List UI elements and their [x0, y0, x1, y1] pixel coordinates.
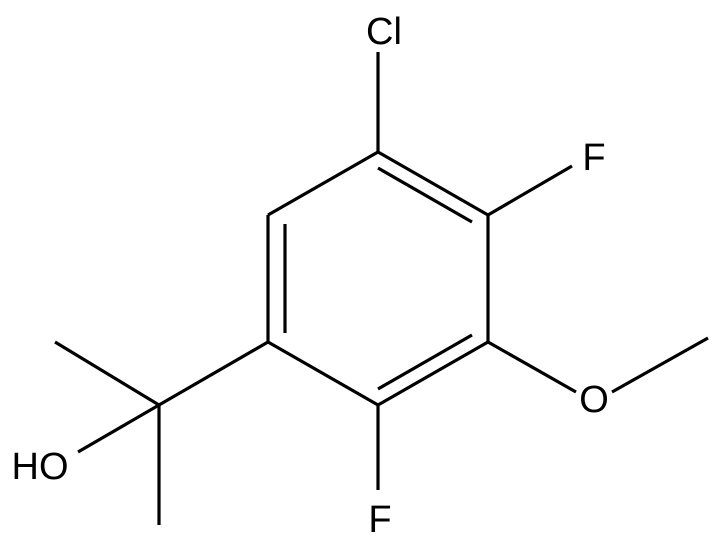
ring-bond-c4-c5: [267, 340, 379, 407]
bond-methoxy-methyl: [611, 336, 709, 394]
ring-bond-c3-c4: [377, 340, 489, 407]
bond-carbinol-hydroxyl: [77, 403, 160, 454]
bond-to-methoxy-oxygen: [487, 340, 577, 394]
ring-bond-c1-c2-inner: [377, 166, 473, 224]
methoxy-oxygen-label: O: [579, 379, 609, 421]
bond-to-fluorine-top: [487, 164, 573, 217]
ring-bond-c6-c1: [267, 150, 379, 217]
hydroxyl-label: HO: [12, 446, 69, 488]
ring-bond-c3-c4-inner: [377, 333, 473, 391]
bond-carbinol-methyl-upper: [54, 340, 160, 407]
fluorine-top-label: F: [582, 137, 605, 179]
ring-bond-c1-c2: [377, 150, 489, 217]
fluorine-bottom-label: F: [368, 499, 391, 541]
bond-ring-to-carbinol: [158, 340, 269, 407]
chlorine-label: Cl: [366, 11, 402, 53]
